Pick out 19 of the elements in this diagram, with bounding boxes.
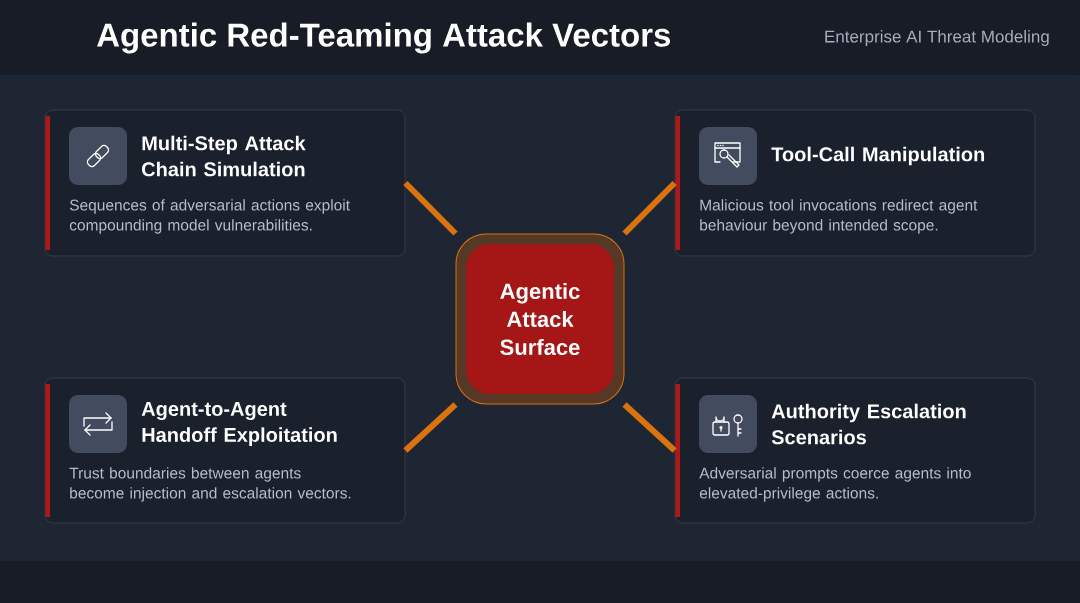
card-heading: Agent-to-Agent Handoff Exploitation: [141, 402, 337, 446]
center-node: Agentic Attack Surface: [455, 233, 625, 405]
connector-line: [622, 402, 677, 453]
connector-line: [403, 402, 458, 453]
card-description: Trust boundaries between agents become injection and escalation vectors.: [69, 467, 351, 502]
threat-card: [44, 109, 406, 257]
card-description: Malicious tool invocations redirect agent behaviour beyond intended scope.: [700, 199, 978, 234]
card-description: Sequences of adversarial actions exploit compounding model vulnerabilities.: [69, 199, 350, 234]
card-description: Adversarial prompts coerce agents into elevated-privilege actions.: [699, 467, 971, 502]
connector-line: [622, 180, 677, 236]
threat-card: [44, 377, 406, 524]
subtitle: Enterprise AI Threat Modeling: [825, 30, 1049, 46]
card-heading: Multi-Step Attack Chain Simulation: [142, 135, 306, 177]
threat-card: [674, 109, 1036, 257]
card-heading: Authority Escalation Scenarios: [771, 403, 966, 445]
card-heading: Tool-Call Manipulation: [771, 146, 985, 166]
connector-line: [403, 180, 458, 236]
title: Agentic Red-Teaming Attack Vectors: [97, 22, 671, 54]
threat-card: [674, 377, 1036, 524]
